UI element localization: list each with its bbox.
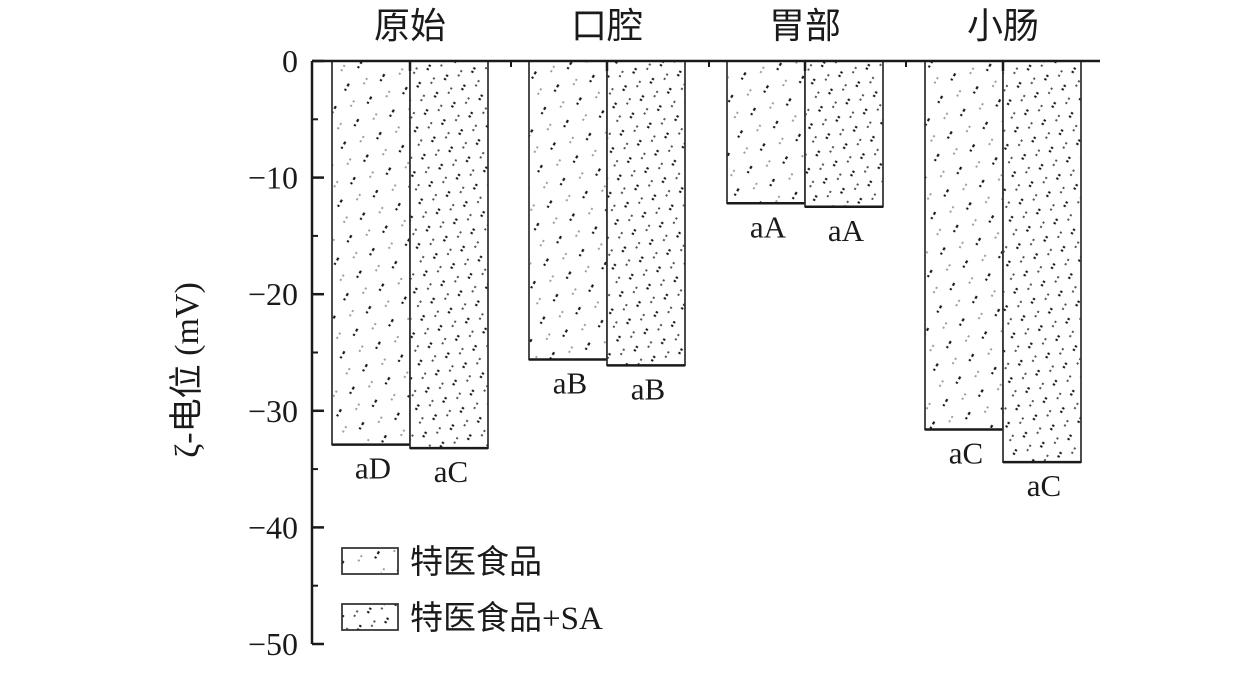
y-tick-label: −10 (248, 160, 298, 196)
y-tick-label: −20 (248, 276, 298, 312)
significance-label: aC (1027, 468, 1061, 503)
bar-3-series-1 (1002, 60, 1082, 463)
category-label: 小肠 (967, 6, 1039, 46)
significance-label: aC (434, 454, 468, 489)
legend-label-1: 特医食品+SA (410, 600, 603, 637)
y-tick-label: 0 (282, 43, 298, 79)
bar-2-series-1 (804, 60, 884, 208)
y-tick-label: −40 (248, 509, 298, 545)
labels-layer: aD aB aA aC aC aB aA aC 0 −10 −20 −30 −40 −50 原始 口腔 胃部 小肠… (168, 6, 1061, 662)
significance-label: aA (750, 209, 787, 244)
significance-label: aB (553, 365, 587, 400)
bar-1-series-1 (606, 60, 686, 367)
bar-0-series-0 (331, 60, 411, 446)
significance-label: aC (949, 435, 983, 470)
category-label: 原始 (374, 6, 446, 46)
significance-label: aB (631, 371, 665, 406)
y-tick-label: −50 (248, 626, 298, 662)
legend-swatch-1 (341, 603, 399, 631)
bar-3-series-0 (924, 60, 1004, 431)
category-label: 胃部 (769, 6, 841, 46)
legend-label-0: 特医食品 (410, 544, 542, 581)
significance-label: aD (355, 451, 391, 486)
legend-swatch-0 (341, 547, 399, 575)
bars-layer (331, 60, 1082, 464)
y-tick-label: −30 (248, 393, 298, 429)
bar-0-series-1 (409, 60, 489, 449)
significance-label: aA (828, 213, 865, 248)
y-axis-title: ζ-电位 (mV) (168, 282, 206, 458)
bar-2-series-0 (726, 60, 806, 205)
axes-layer (310, 59, 1100, 646)
category-label: 口腔 (571, 6, 643, 46)
bar-1-series-0 (528, 60, 608, 361)
